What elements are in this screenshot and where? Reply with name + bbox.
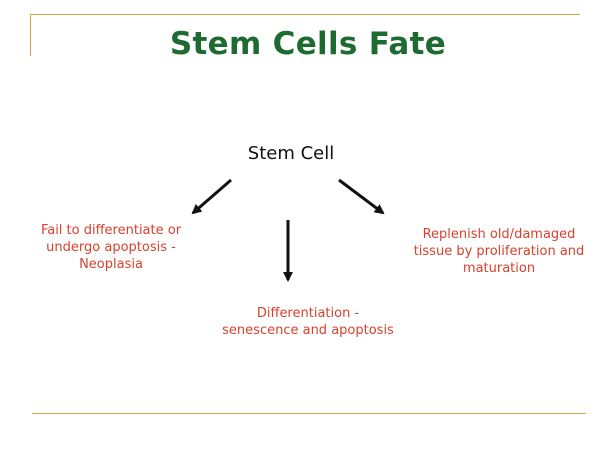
outcome-replenish-line2: tissue by proliferation and [413, 244, 585, 259]
outcome-neoplasia-line1: Fail to differentiate or [40, 223, 182, 238]
outcome-replenish-line1: Replenish old/damaged [422, 227, 576, 242]
outcome-neoplasia-line2: undergo apoptosis - [46, 240, 176, 255]
slide-title: Stem Cells Fate [169, 26, 447, 62]
outcome-differentiation: Differentiation - senescence and apoptos… [196, 305, 420, 339]
outcome-differentiation-line2: senescence and apoptosis [222, 323, 394, 338]
outcome-differentiation-line1: Differentiation - [256, 306, 360, 321]
frame-top-line [30, 14, 580, 15]
frame-left-line [30, 14, 31, 56]
frame-bottom-line [32, 413, 586, 414]
outcome-replenish: Replenish old/damaged tissue by prolifer… [396, 226, 602, 277]
outcome-neoplasia: Fail to differentiate or undergo apoptos… [20, 222, 202, 273]
arrow-right [338, 178, 385, 215]
outcome-replenish-line3: maturation [462, 261, 536, 276]
outcome-neoplasia-line3: Neoplasia [79, 257, 143, 272]
arrow-left [191, 178, 232, 215]
stem-cell-node: Stem Cell [247, 143, 335, 164]
